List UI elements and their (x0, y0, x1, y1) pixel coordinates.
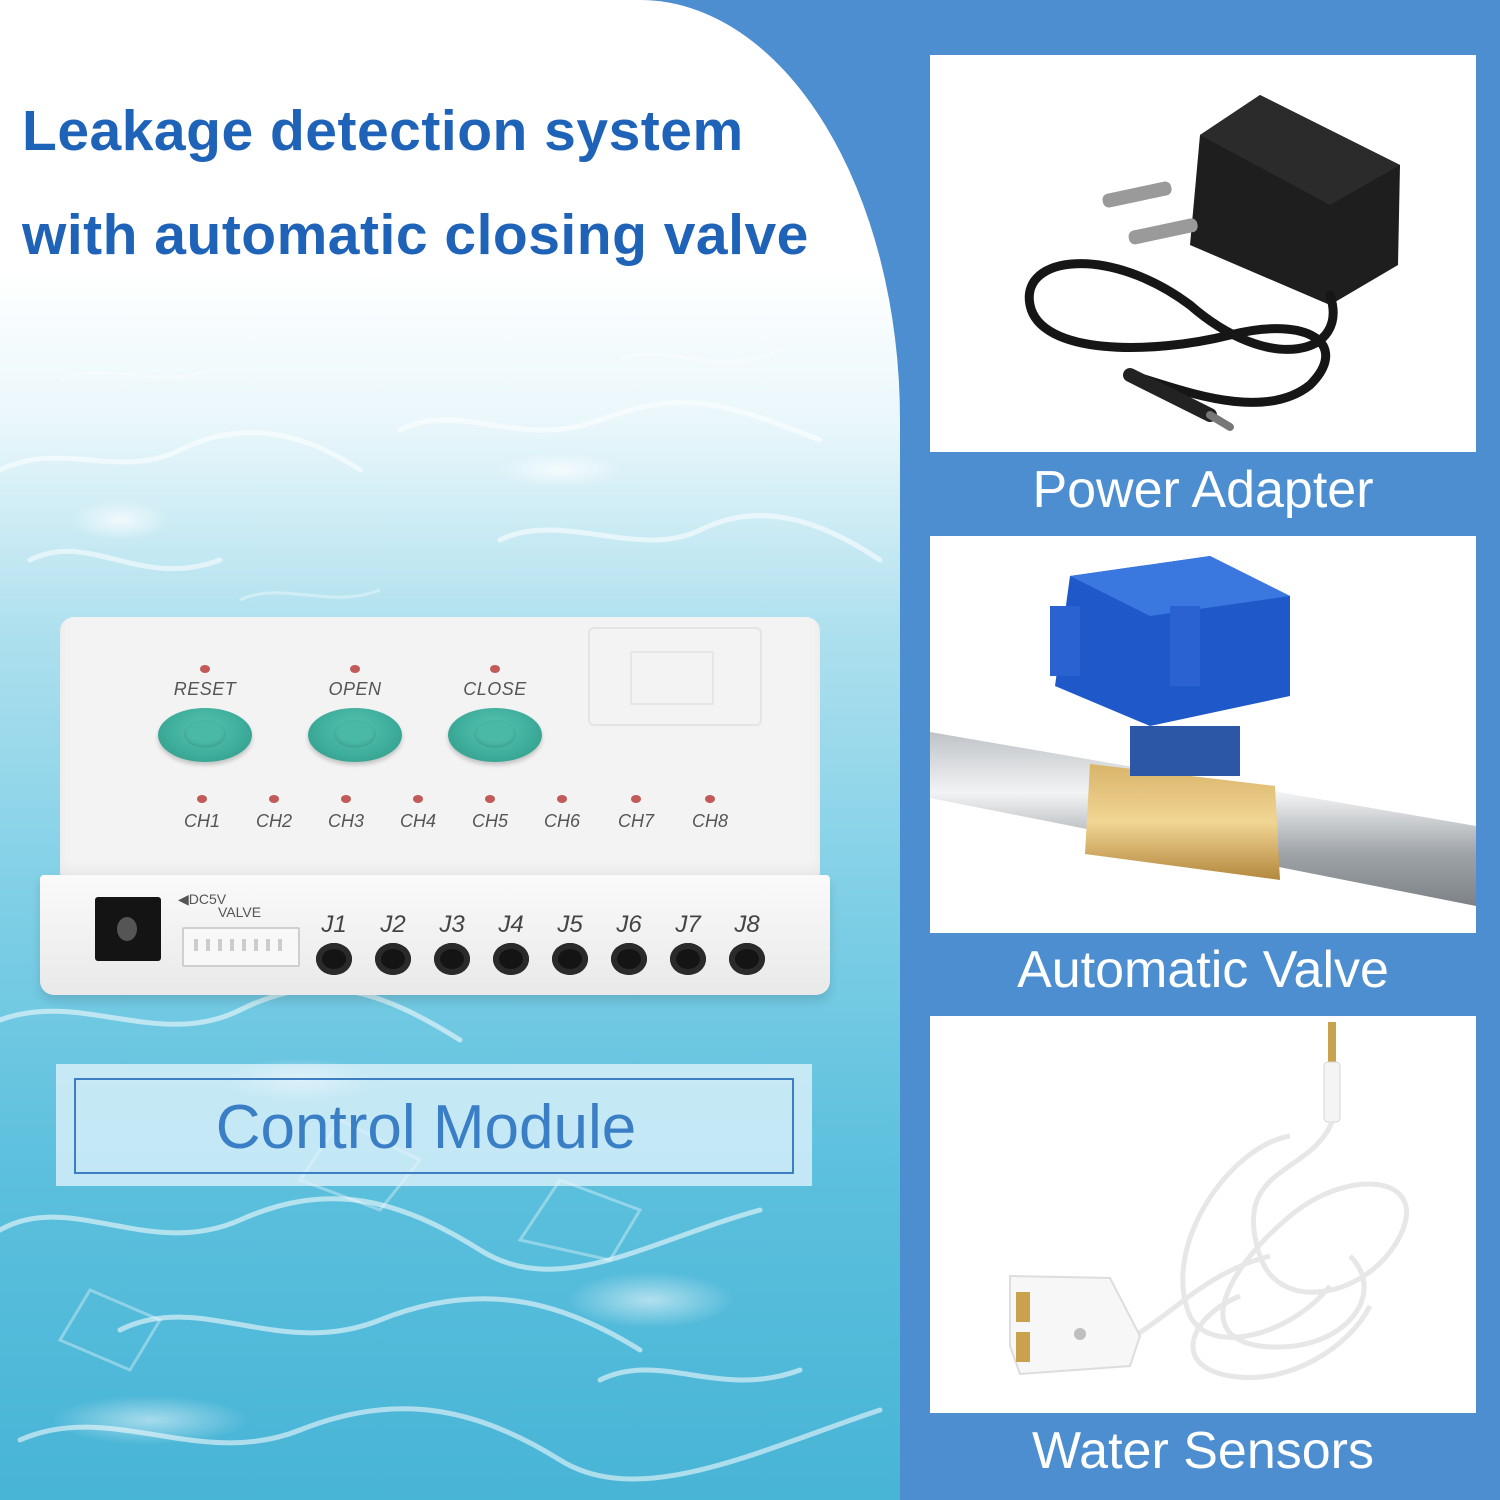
channel-led-icon (631, 795, 641, 803)
control-module-label: Control Module (215, 1093, 637, 1162)
open-button-group: OPEN (300, 665, 410, 762)
headline-line-2: with automatic closing valve (22, 203, 809, 267)
channel-indicator: CH7 (606, 795, 666, 832)
channel-indicator: CH8 (680, 795, 740, 832)
automatic-valve-card (930, 536, 1476, 933)
jack-socket-icon (493, 943, 529, 975)
jack-label: J4 (498, 911, 524, 938)
jack-socket-icon (729, 943, 765, 975)
automatic-valve-caption: Automatic Valve (1017, 941, 1389, 999)
channel-label: CH2 (255, 811, 292, 831)
jack-label: J1 (321, 911, 347, 938)
dc-power-jack[interactable] (95, 897, 161, 961)
jack-socket-icon (375, 943, 411, 975)
sensor-jack[interactable]: J8 (722, 911, 772, 975)
headline-line-1: Leakage detection system (22, 99, 744, 163)
channel-led-icon (269, 795, 279, 803)
jack-socket-icon (316, 943, 352, 975)
banner-frame (74, 1078, 794, 1174)
channel-label: CH3 (327, 811, 364, 831)
reset-button-group: RESET (150, 665, 260, 762)
channel-led-icon (197, 795, 207, 803)
open-button[interactable] (308, 708, 402, 762)
water-caustics (0, 348, 883, 1482)
jack-label: J7 (675, 911, 701, 938)
channel-label: CH8 (691, 811, 728, 831)
sensor-jack[interactable]: J7 (663, 911, 713, 975)
power-adapter-caption: Power Adapter (1032, 461, 1374, 519)
channel-label: CH5 (471, 811, 508, 831)
ball-valve-icon (930, 556, 1476, 906)
channel-label: CH7 (617, 811, 654, 831)
sensor-jack[interactable]: J2 (368, 911, 418, 975)
close-label: CLOSE (463, 679, 527, 699)
channel-label: CH1 (183, 811, 220, 831)
power-adapter-card (930, 55, 1476, 452)
channel-indicator: CH2 (244, 795, 304, 832)
channel-led-icon (413, 795, 423, 803)
valve-port[interactable] (182, 927, 300, 967)
control-module-device: RESET OPEN CLOSE CH1 CH2 CH3 CH4 CH5 CH6… (40, 617, 830, 997)
channel-label: CH6 (543, 811, 580, 831)
sensor-jack[interactable]: J4 (486, 911, 536, 975)
channel-led-icon (557, 795, 567, 803)
embossed-logo-icon (588, 627, 762, 726)
sensor-jack[interactable]: J6 (604, 911, 654, 975)
channel-led-icon (341, 795, 351, 803)
channel-led-icon (705, 795, 715, 803)
close-led-icon (490, 665, 500, 673)
jack-socket-icon (434, 943, 470, 975)
channel-label: CH4 (399, 811, 436, 831)
jack-label: J6 (616, 911, 642, 938)
channel-indicator: CH1 (172, 795, 232, 832)
reset-button[interactable] (158, 708, 252, 762)
channel-indicator: CH3 (316, 795, 376, 832)
jack-label: J5 (557, 911, 583, 938)
device-front-face: ◀DC5V VALVE J1 J2 J3 J4 J5 J6 J7 J8 (40, 875, 830, 995)
sensor-jack[interactable]: J1 (309, 911, 359, 975)
sensor-jack[interactable]: J3 (427, 911, 477, 975)
dc-label-line-1: ◀DC5V (178, 891, 227, 907)
water-sensors-card (930, 1016, 1476, 1413)
reset-label: RESET (173, 679, 237, 699)
power-adapter-icon (1024, 95, 1400, 431)
open-label: OPEN (328, 679, 382, 699)
close-button[interactable] (448, 708, 542, 762)
channel-indicator: CH5 (460, 795, 520, 832)
jack-socket-icon (611, 943, 647, 975)
sensor-jack[interactable]: J5 (545, 911, 595, 975)
jack-socket-icon (552, 943, 588, 975)
jack-socket-icon (670, 943, 706, 975)
device-top-face: RESET OPEN CLOSE CH1 CH2 CH3 CH4 CH5 CH6… (60, 617, 820, 877)
jack-label: J8 (734, 911, 760, 938)
dc-valve-label: ◀DC5V VALVE (178, 891, 262, 920)
water-sensors-caption: Water Sensors (1032, 1422, 1374, 1480)
water-sensor-icon (1009, 1022, 1409, 1380)
jack-label: J2 (380, 911, 406, 938)
control-module-banner: Control Module (56, 1064, 812, 1186)
channel-indicator: CH6 (532, 795, 592, 832)
reset-led-icon (200, 665, 210, 673)
jack-label: J3 (439, 911, 465, 938)
close-button-group: CLOSE (440, 665, 550, 762)
open-led-icon (350, 665, 360, 673)
dc-label-line-2: VALVE (218, 904, 262, 920)
channel-led-icon (485, 795, 495, 803)
channel-indicator: CH4 (388, 795, 448, 832)
